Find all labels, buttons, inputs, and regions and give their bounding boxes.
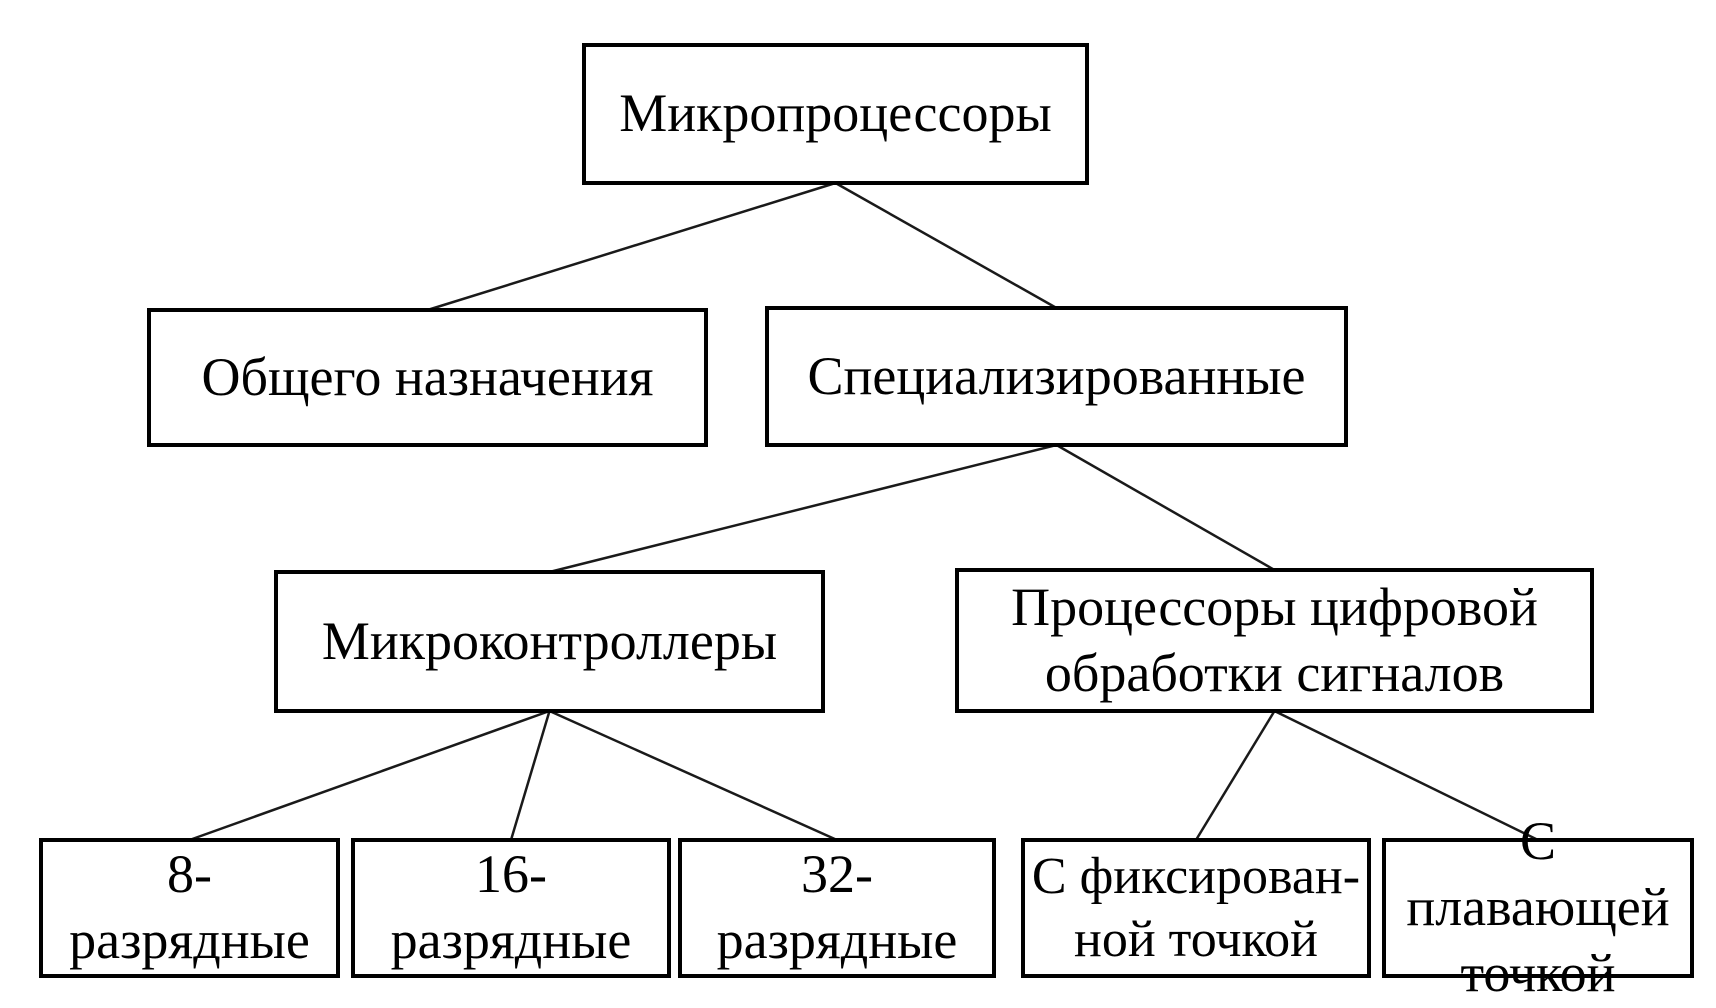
node-microcontrollers: Микроконтроллеры [274, 570, 825, 713]
node-floating-point: С плавающей точкой [1382, 811, 1694, 1003]
node-general-purpose: Общего назначения [147, 308, 708, 447]
node-label: 8-разрядные [69, 844, 310, 970]
node-16-bit: 16-разрядные [351, 838, 671, 978]
node-label: Микропроцессоры [619, 83, 1052, 144]
node-label: С плавающей точкой [1406, 811, 1670, 1003]
node-8-bit: 8-разрядные [39, 838, 340, 978]
connector-line [509, 710, 551, 841]
connector-line [189, 709, 550, 842]
node-fixed-point: С фиксирован- ной точкой [1021, 838, 1371, 978]
node-specialized: Специализированные [765, 306, 1348, 447]
node-label: 16-разрядные [390, 844, 632, 970]
node-label: Микроконтроллеры [321, 610, 778, 671]
node-digital-signal-processors: Процессоры цифровой обработки сигналов [955, 568, 1594, 713]
node-microprocessors: Микропроцессоры [582, 43, 1089, 185]
node-label: Специализированные [807, 345, 1306, 406]
node-32-bit: 32-разрядные [678, 838, 996, 978]
node-label: Общего назначения [201, 346, 654, 407]
connector-line [1273, 709, 1539, 842]
node-label: С фиксирован- ной точкой [1031, 847, 1361, 968]
node-label: Процессоры цифровой обработки сигналов [1011, 576, 1538, 703]
connector-line [1055, 443, 1276, 572]
connector-line [427, 181, 836, 312]
connector-line [549, 443, 1057, 574]
connector-line [1194, 710, 1276, 841]
node-label: 32-разрядные [716, 844, 958, 970]
connector-line [548, 709, 838, 842]
connector-line [834, 181, 1058, 310]
